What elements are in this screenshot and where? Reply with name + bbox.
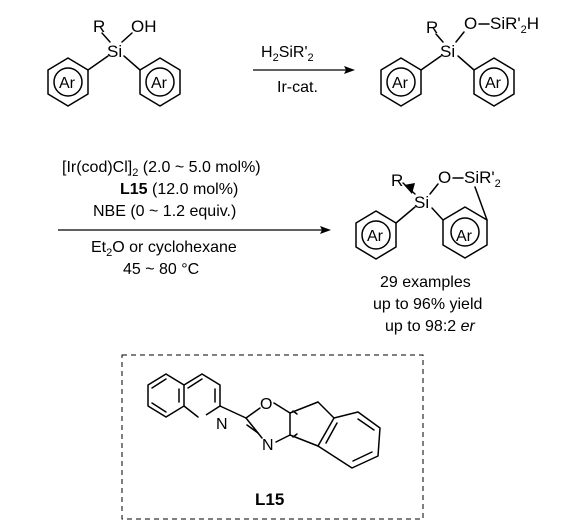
product1-si-o-bond [455, 31, 465, 43]
benzo-db2 [151, 402, 167, 413]
cyclic-siloxane-product: R O SiR'2 Si Ar Ar [355, 168, 501, 260]
reactant-si-r-bond [101, 32, 111, 43]
indane-c4-ar [289, 434, 319, 447]
product1-left-ring [380, 57, 422, 107]
isoquinoline-n-label: N [216, 416, 228, 433]
product2-ar-right: Ar [456, 228, 473, 245]
product2-si-label: Si [414, 193, 429, 212]
ligand-name: L15 [255, 490, 284, 509]
reactant-right-ring-circle [145, 67, 175, 97]
conditions-line4: Et2O or cyclohexane [91, 239, 237, 259]
oxazoline-n-label: N [262, 437, 274, 454]
indane-c5-ch2 [289, 401, 319, 414]
product1-si-right-bond [457, 55, 475, 71]
product2-right-ring [442, 206, 488, 259]
reactant-left-ring [47, 57, 89, 107]
reaction1-catalyst: Ir-cat. [277, 79, 318, 96]
oxazoline-o-label: O [260, 396, 272, 413]
product1-o-label: O [464, 14, 477, 33]
product1-si-r-bond [435, 33, 444, 43]
ligand-dashed-border [121, 354, 424, 520]
product1-si-label: Si [440, 42, 455, 61]
reactant-left-ring-circle [53, 67, 83, 97]
reaction1-reagent: H2SiR'2 [261, 44, 314, 64]
product2-si-o-bond [429, 183, 439, 195]
oxazoline-c2-o [245, 407, 261, 419]
reaction2-results: 29 examples up to 96% yield up to 98:2 e… [373, 274, 482, 335]
product2-right-ring-circle [450, 217, 480, 247]
conditions-line3: NBE (0 ~ 1.2 equiv.) [93, 203, 236, 220]
results-er: up to 98:2 er [385, 318, 476, 335]
product1-ar-right: Ar [485, 75, 502, 92]
reactant-si-oh-bond [121, 32, 133, 43]
oxazoline-n-c2 [245, 417, 263, 439]
reactant-r-label: R [93, 17, 105, 36]
product2-o-label: O [438, 168, 451, 187]
product2-sir2-label: SiR'2 [464, 168, 501, 190]
product1-right-ring [473, 57, 515, 107]
product1-si-left-bond [420, 55, 442, 71]
reaction2-conditions: [Ir(cod)Cl]2 (2.0 ~ 5.0 mol%) L15 (12.0 … [58, 159, 331, 278]
product1-ar-left: Ar [392, 75, 409, 92]
reactant-ar-right: Ar [151, 75, 168, 92]
reactant-si-left-bond [87, 55, 109, 71]
indane-benzo-ring [317, 411, 381, 469]
product2-si-arene-bond [431, 207, 444, 221]
oxazoline-o-c5 [273, 402, 291, 414]
oxazoline-cn-double [246, 424, 259, 434]
reaction1-arrowhead [344, 66, 355, 74]
results-examples: 29 examples [380, 274, 471, 291]
conditions-line5: 45 ~ 80 °C [123, 261, 199, 278]
product2-si-r-bond [402, 182, 416, 195]
reaction2-arrowhead [320, 226, 331, 234]
reactant-ar-left: Ar [59, 75, 76, 92]
indane-ch2-ar [317, 401, 335, 419]
product2-sir2-arene-bond [474, 186, 488, 221]
product1-r-label: R [426, 18, 438, 37]
product1-sir2h-label: SiR'2H [490, 14, 539, 36]
indane-db1 [357, 418, 375, 431]
benzo-db1 [151, 378, 167, 389]
product2-si-left-bond [395, 206, 416, 224]
conditions-line2: L15 (12.0 mol%) [120, 181, 238, 198]
reaction1-arrow-group: H2SiR'2 Ir-cat. [253, 44, 355, 96]
results-yield: up to 96% yield [373, 296, 482, 313]
indane-db2 [352, 451, 373, 462]
product2-r-label: R [391, 171, 403, 190]
product2-left-ring-circle [361, 220, 391, 250]
product1-right-ring-circle [479, 67, 509, 97]
pyridine-n-bond [183, 405, 199, 418]
disiloxane-product: R O SiR'2H Si Ar Ar [380, 14, 539, 107]
oxazoline-c4-n [275, 434, 291, 443]
reactant-oh-label: OH [131, 17, 157, 36]
product2-ar-left: Ar [367, 228, 384, 245]
conditions-line1: [Ir(cod)Cl]2 (2.0 ~ 5.0 mol%) [62, 159, 261, 179]
isoquinoline-pyridine-ring [183, 373, 221, 416]
reactant-right-ring [139, 57, 181, 107]
pyridine-db1 [187, 378, 203, 389]
silanol-reactant: R OH Si Ar Ar [47, 17, 181, 107]
reactant-si-label: Si [107, 42, 122, 61]
ligand-l15-box: N O N L15 [121, 354, 424, 520]
link-bond [219, 405, 247, 419]
reactant-si-right-bond [123, 55, 141, 71]
product1-left-ring-circle [386, 67, 416, 97]
product2-left-ring [355, 210, 397, 260]
indane-db3 [325, 422, 338, 444]
